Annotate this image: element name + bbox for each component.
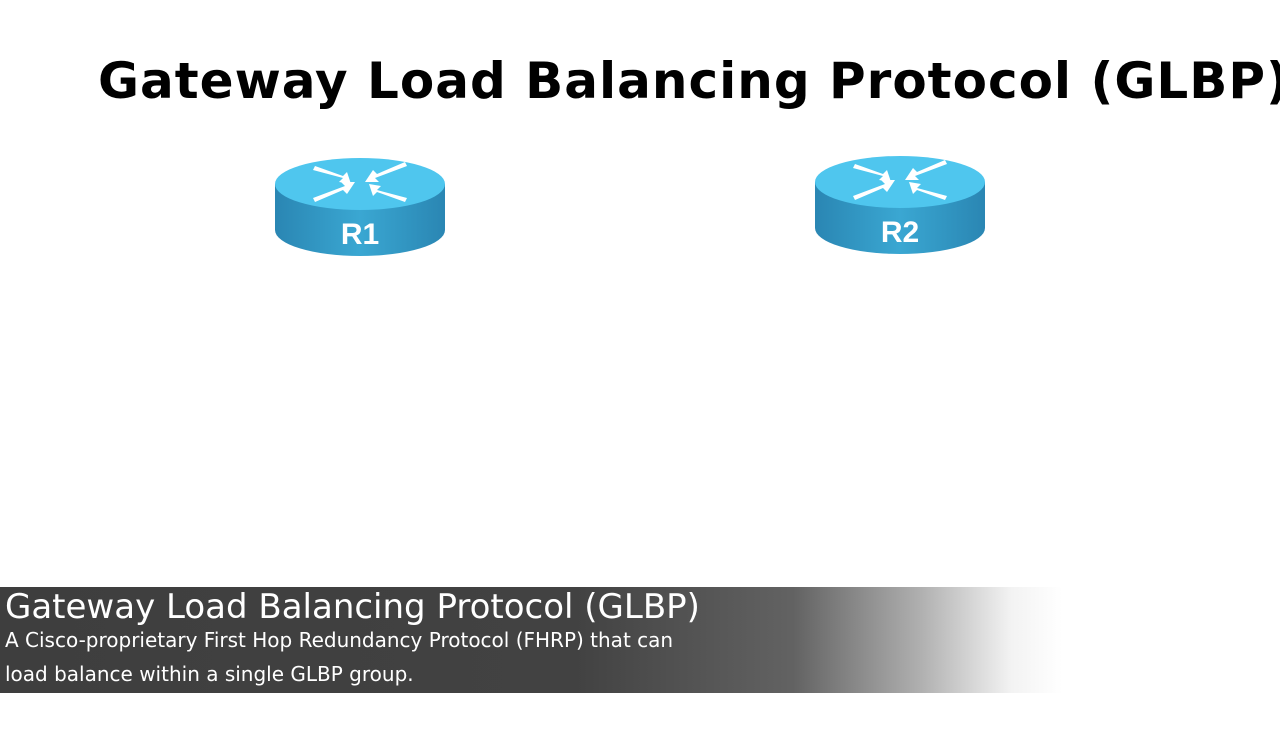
router-icon [815,156,985,254]
caption-heading: Gateway Load Balancing Protocol (GLBP) [5,587,700,627]
caption-bar: Gateway Load Balancing Protocol (GLBP) A… [0,587,1280,693]
caption-line: load balance within a single GLBP group. [5,662,414,686]
router-label: R1 [340,218,380,251]
caption-description: A Cisco-proprietary First Hop Redundancy… [5,623,805,691]
router-r2: R2 [813,150,987,260]
slide-title: Gateway Load Balancing Protocol (GLBP) [98,52,1280,110]
caption-line: A Cisco-proprietary First Hop Redundancy… [5,628,674,652]
router-r1: R1 [273,152,447,262]
router-label: R2 [880,216,920,249]
router-icon [275,158,445,256]
